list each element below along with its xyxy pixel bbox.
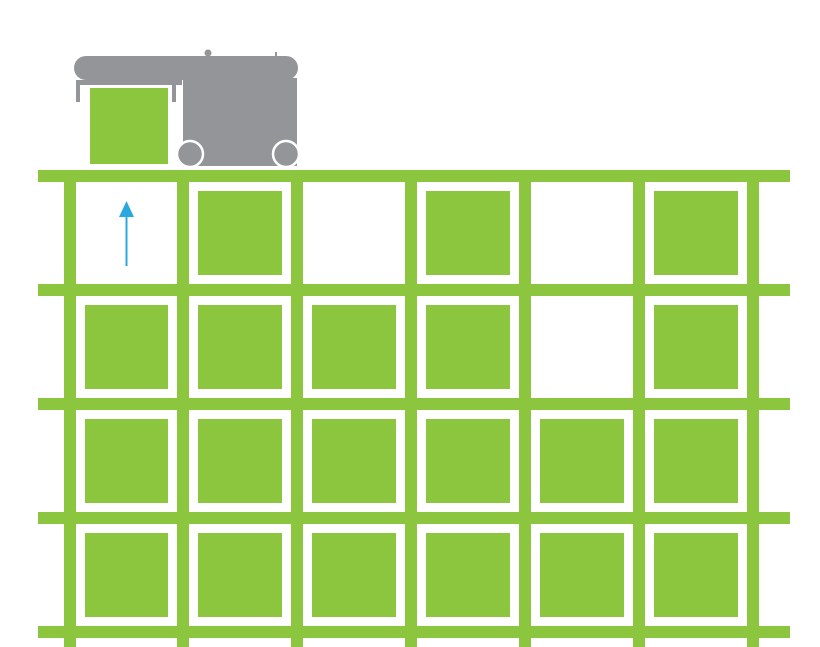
arrow-head [119,201,134,217]
storage-tote [540,419,624,503]
storage-tote [654,419,738,503]
grid-row-bar [38,398,790,410]
robot-roof [74,56,298,80]
robot-antenna [205,50,212,57]
grid-row-bar [38,170,790,182]
grid-row-bar [38,512,790,524]
storage-tote [426,305,510,389]
storage-tote [198,533,282,617]
storage-tote [85,419,168,503]
storage-tote [312,419,396,503]
storage-tote [654,533,738,617]
arrow-shaft [126,212,128,266]
arrow-up-icon [119,201,134,266]
storage-tote [426,419,510,503]
storage-tote [198,419,282,503]
storage-tote [426,533,510,617]
storage-tote [312,533,396,617]
storage-tote [198,305,282,389]
robot-gripper-hook-left [76,80,80,102]
robot-wheel-right [273,141,299,167]
storage-robot-icon [74,50,299,168]
carried-tote [90,88,168,164]
robot-gripper-bar [76,80,182,85]
storage-tote [85,305,168,389]
storage-tote [540,533,624,617]
robot-gripper-hook-right [172,80,176,102]
grid-row-bar [38,284,790,296]
storage-tote [85,533,168,617]
robot-wheel-left [177,141,203,167]
storage-tote [312,305,396,389]
grid-row-bar [38,626,790,638]
storage-tote [654,191,738,275]
storage-tote [426,191,510,275]
storage-tote [654,305,738,389]
robot-mast [275,52,277,58]
storage-tote [198,191,282,275]
